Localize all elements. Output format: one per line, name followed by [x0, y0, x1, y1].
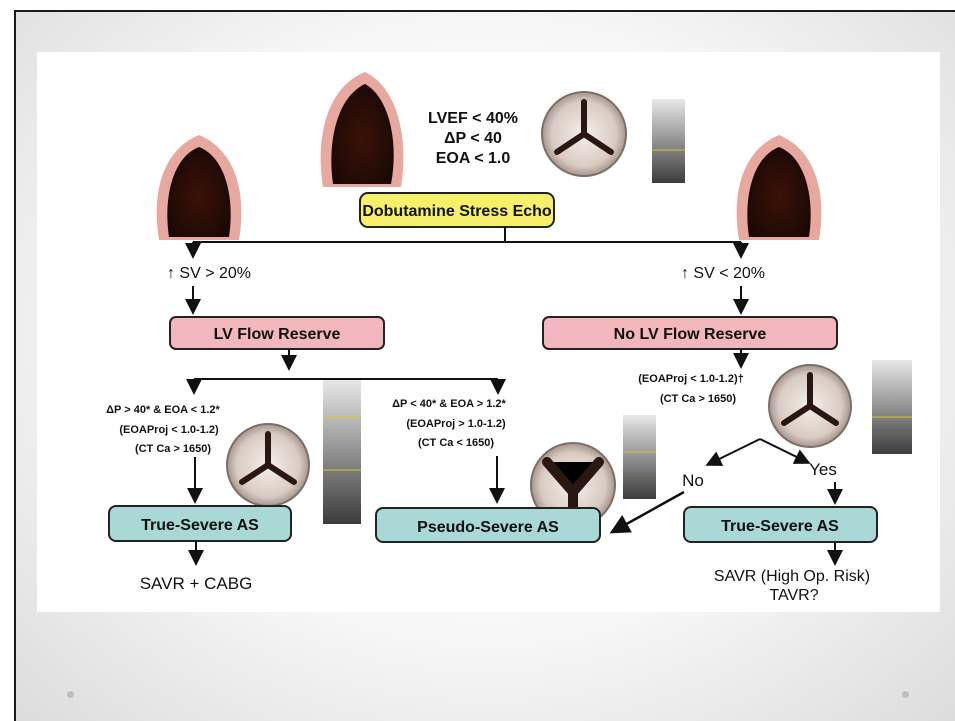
- yes-label: Yes: [809, 460, 837, 479]
- true-severe-as-label-right: True-Severe AS: [721, 518, 839, 535]
- no-label: No: [682, 471, 704, 490]
- condition-sv-increase: ↑ SV > 20%: [167, 265, 251, 282]
- branch-b-line1: ΔP < 40* & EOA > 1.2*: [392, 398, 506, 410]
- heart-illustration-top: [321, 72, 404, 187]
- branch-a-line3: (CT Ca > 1650): [135, 443, 211, 455]
- dobutamine-label: Dobutamine Stress Echo: [362, 203, 552, 220]
- condition-sv-no-increase: ↑ SV < 20%: [681, 265, 765, 282]
- branch-a-line1: ΔP > 40* & EOA < 1.2*: [106, 404, 220, 416]
- doppler-image-top: [652, 99, 685, 183]
- slide: LVEF < 40% ΔP < 40 EOA < 1.0 Dobutamine …: [14, 10, 955, 721]
- therapy-right-line2: TAVR?: [769, 587, 818, 604]
- valve-illustration-right: [769, 365, 851, 447]
- slide-dot-right: [902, 691, 909, 698]
- therapy-left: SAVR + CABG: [140, 574, 253, 593]
- criteria-eoa: EOA < 1.0: [436, 150, 511, 167]
- no-lv-flow-reserve-label: No LV Flow Reserve: [614, 326, 767, 343]
- diagram-figure: LVEF < 40% ΔP < 40 EOA < 1.0 Dobutamine …: [37, 52, 940, 612]
- branch-b-line2: (EOAProj > 1.0-1.2): [406, 418, 506, 430]
- heart-illustration-right: [737, 135, 822, 240]
- slide-dot-left: [67, 691, 74, 698]
- true-severe-as-label-left: True-Severe AS: [141, 517, 259, 534]
- valve-illustration-top: [542, 92, 626, 176]
- doppler-image-left: [323, 379, 361, 524]
- branch-c-line2: (CT Ca > 1650): [660, 393, 736, 405]
- flowchart: LVEF < 40% ΔP < 40 EOA < 1.0 Dobutamine …: [37, 52, 940, 612]
- branch-a-line2: (EOAProj < 1.0-1.2): [119, 424, 219, 436]
- lv-flow-reserve-label: LV Flow Reserve: [214, 326, 341, 343]
- doppler-image-right: [872, 360, 912, 454]
- valve-illustration-left: [227, 424, 309, 506]
- criteria-lvef: LVEF < 40%: [428, 110, 518, 127]
- pseudo-severe-as-label: Pseudo-Severe AS: [417, 519, 559, 536]
- therapy-right-line1: SAVR (High Op. Risk): [714, 568, 870, 585]
- branch-b-line3: (CT Ca < 1650): [418, 437, 494, 449]
- doppler-image-middle: [623, 415, 656, 499]
- branch-c-line1: (EOAProj < 1.0-1.2)†: [638, 373, 743, 385]
- heart-illustration-left: [157, 135, 242, 240]
- criteria-delta-p: ΔP < 40: [444, 130, 502, 147]
